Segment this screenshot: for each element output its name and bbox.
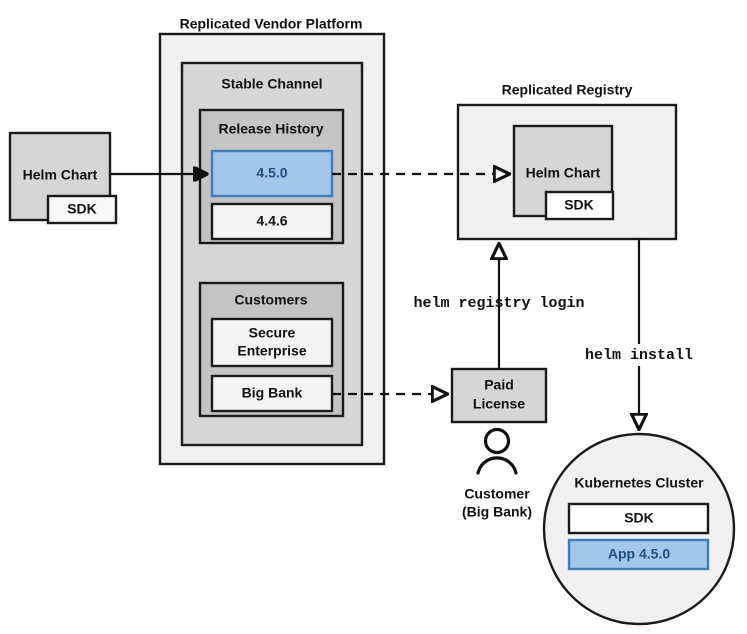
- release-4-4-6-label: 4.4.6: [256, 213, 287, 229]
- cluster-app-box: [567, 538, 710, 571]
- helm-chart-source-sdk-label: SDK: [67, 201, 97, 217]
- helm-chart-source-group: Helm Chart SDK: [8, 131, 118, 225]
- cluster-app-label: App 4.5.0: [608, 546, 670, 562]
- customers-label: Customers: [234, 292, 307, 308]
- release-4-5-0-box[interactable]: [210, 149, 334, 198]
- customer-person-label-line2: (Big Bank): [462, 504, 532, 520]
- customer-secure-enterprise-label-line2: Enterprise: [237, 343, 306, 359]
- cmd-helm-install-backdrop: [566, 344, 712, 366]
- cluster-sdk-box: [567, 502, 710, 535]
- release-4-4-6-box[interactable]: [210, 202, 334, 241]
- cluster-sdk-label: SDK: [624, 510, 654, 526]
- release-4-5-0-label: 4.5.0: [256, 165, 287, 181]
- customer-person-label-line1: Customer: [464, 486, 530, 502]
- paid-license-label-line2: License: [473, 396, 525, 412]
- registry-sdk-label: SDK: [564, 197, 594, 213]
- helm-chart-source-sdk-box: [46, 194, 118, 225]
- registry-title: Replicated Registry: [502, 82, 633, 98]
- customer-secure-enterprise-box[interactable]: [210, 317, 334, 368]
- customer-big-bank-label: Big Bank: [242, 385, 303, 401]
- cmd-helm-install-label: helm install: [585, 347, 693, 364]
- kubernetes-cluster-label: Kubernetes Cluster: [574, 475, 704, 491]
- helm-chart-source-label: Helm Chart: [23, 167, 98, 183]
- cmd-helm-registry-login-label: helm registry login: [413, 295, 584, 312]
- registry-sdk-box: [544, 190, 615, 221]
- customer-person-icon: [476, 427, 518, 475]
- release-history-label: Release History: [218, 121, 323, 137]
- customer-big-bank-box[interactable]: [210, 374, 334, 413]
- customer-secure-enterprise-label-line1: Secure: [249, 325, 296, 341]
- vendor-platform-title: Replicated Vendor Platform: [180, 16, 363, 32]
- stable-channel-label: Stable Channel: [221, 76, 322, 92]
- paid-license-label-line1: Paid: [484, 377, 514, 393]
- registry-helm-chart-label: Helm Chart: [526, 165, 601, 181]
